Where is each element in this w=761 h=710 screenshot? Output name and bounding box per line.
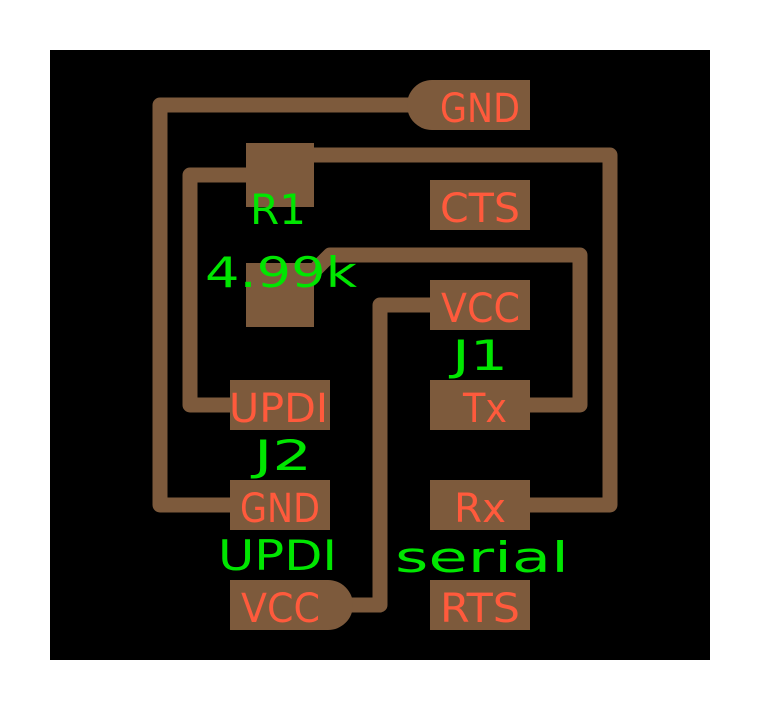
j1-pad-rx bbox=[430, 480, 530, 530]
pad-label: CTS bbox=[440, 186, 520, 232]
pad-label: RTS bbox=[440, 586, 520, 632]
j2-pad-vcc bbox=[230, 580, 353, 630]
trace-vcc bbox=[332, 297, 448, 613]
pad-label: GND bbox=[240, 486, 320, 532]
j2-pad-updi bbox=[230, 380, 330, 430]
j2-reference: J2 bbox=[250, 431, 312, 480]
pad-label: Tx bbox=[462, 386, 507, 432]
j1-value: serial bbox=[395, 533, 569, 582]
j1-pad-vcc bbox=[430, 280, 530, 330]
r1-value: 4.99k bbox=[205, 248, 358, 297]
r1-pad-2 bbox=[246, 263, 314, 327]
j1-reference: J1 bbox=[448, 331, 508, 380]
j1-pad-cts bbox=[430, 180, 530, 230]
j1-pad-gnd bbox=[407, 80, 530, 130]
trace-r1-tx bbox=[292, 247, 588, 413]
pad-label: VCC bbox=[441, 286, 520, 332]
j1-pad-rts bbox=[430, 580, 530, 630]
pad-label: GND bbox=[440, 86, 520, 132]
j1-pad-tx bbox=[430, 380, 530, 430]
r1-pad-1 bbox=[246, 143, 314, 207]
pad-label: UPDI bbox=[229, 386, 328, 432]
trace-r1-rx bbox=[292, 147, 618, 513]
r1-reference: R1 bbox=[250, 185, 306, 234]
j2-pad-gnd bbox=[230, 480, 330, 530]
trace-gnd bbox=[152, 97, 428, 513]
pad-label: VCC bbox=[241, 586, 320, 632]
pad-label: Rx bbox=[454, 486, 506, 532]
j2-value: UPDI bbox=[218, 531, 337, 580]
trace-r1-updi bbox=[182, 167, 268, 413]
